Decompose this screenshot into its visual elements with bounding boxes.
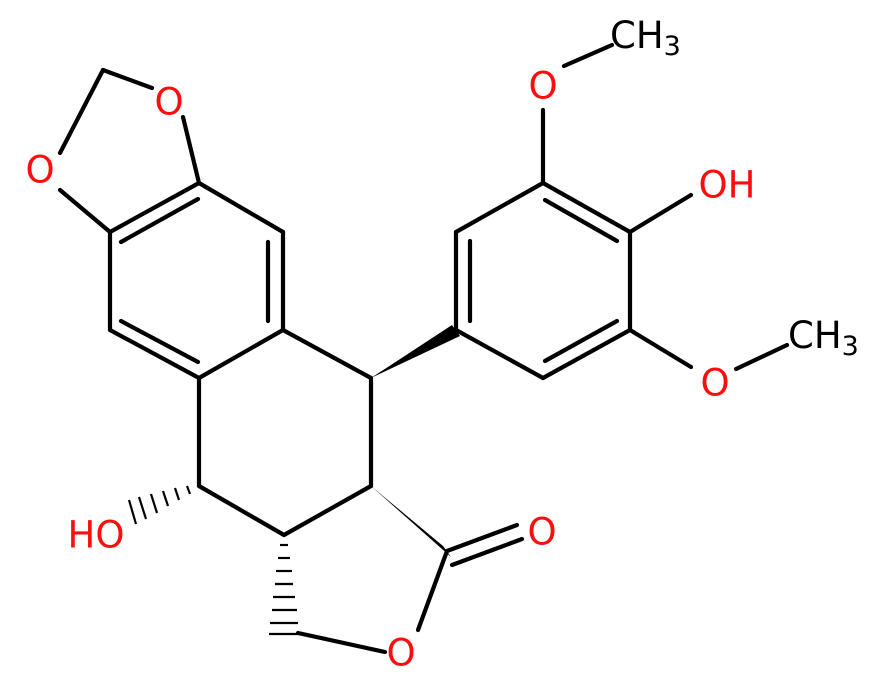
bond — [196, 180, 286, 235]
bond — [453, 327, 546, 381]
bond — [118, 318, 201, 365]
bond — [453, 180, 546, 235]
bond — [295, 630, 388, 655]
wedge-bond — [371, 325, 460, 378]
bond — [118, 196, 201, 245]
oxygen-atom-label: O — [528, 65, 557, 108]
lactone-oxygen-label: O — [386, 632, 415, 675]
bond — [57, 187, 113, 235]
bond — [540, 180, 633, 235]
bond — [180, 114, 202, 186]
atom-labels: O O O CH3 OH O CH3 HO O O — [25, 14, 858, 675]
bond — [281, 483, 374, 538]
oxygen-atom-label: O — [700, 362, 729, 405]
hashed-bond — [127, 485, 192, 525]
bond — [444, 522, 520, 554]
stereo-bond-group — [127, 325, 460, 636]
bond — [542, 197, 620, 244]
bond-group — [57, 42, 790, 655]
hashed-bond — [269, 543, 300, 636]
methyl-label: CH3 — [610, 14, 681, 62]
bond — [100, 67, 155, 91]
methyl-label: CH3 — [788, 314, 859, 362]
bond — [449, 536, 525, 568]
bond — [107, 327, 202, 381]
carbonyl-oxygen-label: O — [527, 511, 556, 554]
bond — [733, 342, 790, 372]
bond — [561, 42, 615, 69]
wedge-bond — [371, 486, 451, 557]
bond — [196, 327, 286, 381]
oxygen-atom-label: O — [154, 81, 183, 124]
hydroxyl-label: HO — [68, 514, 125, 557]
bond — [540, 327, 633, 381]
bond — [196, 483, 287, 538]
oxygen-atom-label: O — [25, 149, 54, 192]
hydroxyl-label: OH — [699, 164, 756, 207]
bond — [542, 318, 620, 364]
bond — [107, 180, 202, 235]
bond — [627, 192, 694, 235]
bond — [627, 327, 694, 370]
bond — [415, 548, 450, 633]
bond — [280, 327, 374, 381]
bond — [57, 67, 106, 156]
